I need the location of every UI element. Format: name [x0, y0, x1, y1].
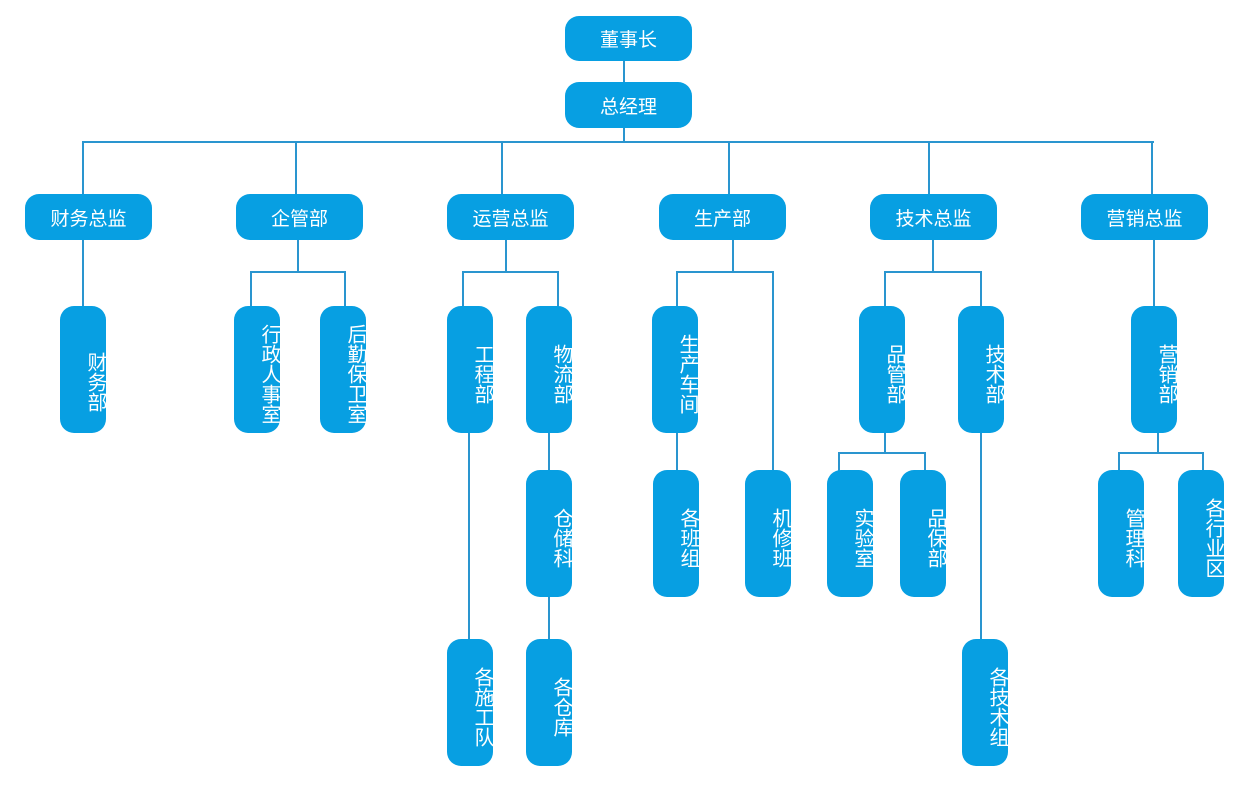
connector-line — [501, 141, 503, 194]
node-marketing-dept: 营销部 — [1131, 306, 1179, 433]
connector-line — [1202, 452, 1204, 472]
node-tech-groups: 各技术组 — [962, 639, 1010, 766]
node-tech-director: 技术总监 — [870, 194, 997, 240]
connector-line — [505, 239, 507, 272]
node-security-office: 后勤保卫室 — [320, 306, 368, 433]
connector-line — [623, 60, 625, 82]
connector-line — [462, 271, 464, 307]
node-engineering-dept: 工程部 — [447, 306, 495, 433]
node-production-dept: 生产部 — [659, 194, 786, 240]
node-hr-office: 行政人事室 — [234, 306, 282, 433]
node-general-manager: 总经理 — [565, 82, 692, 128]
connector-line — [728, 141, 730, 194]
node-warehouse-section: 仓储科 — [526, 470, 574, 597]
node-construction-teams: 各施工队 — [447, 639, 495, 766]
connector-line — [980, 432, 982, 640]
connector-line — [344, 271, 346, 307]
node-chairman: 董事长 — [565, 16, 692, 61]
connector-line — [884, 432, 886, 454]
node-qc-dept: 品管部 — [859, 306, 907, 433]
node-finance-dept: 财务部 — [60, 306, 108, 433]
connector-line — [557, 271, 559, 307]
node-marketing-director: 营销总监 — [1081, 194, 1208, 240]
node-workshop: 生产车间 — [652, 306, 700, 433]
connector-line — [676, 271, 774, 273]
connector-line — [1153, 239, 1155, 307]
connector-line — [1118, 452, 1120, 472]
connector-line — [1151, 141, 1153, 194]
connector-line — [295, 141, 297, 194]
node-regions: 各行业区 — [1178, 470, 1226, 597]
node-warehouses: 各仓库 — [526, 639, 574, 766]
connector-line — [884, 271, 982, 273]
node-finance-director: 财务总监 — [25, 194, 152, 240]
connector-line — [884, 271, 886, 307]
connector-line — [772, 271, 774, 471]
connector-line — [548, 432, 550, 472]
node-lab: 实验室 — [827, 470, 875, 597]
connector-line — [1118, 452, 1204, 454]
connector-line — [468, 432, 470, 640]
connector-line — [838, 452, 840, 472]
connector-line — [623, 127, 625, 142]
connector-line — [82, 141, 1154, 143]
connector-line — [82, 141, 84, 194]
connector-line — [932, 239, 934, 272]
connector-line — [82, 239, 84, 307]
connector-line — [676, 271, 678, 307]
connector-line — [732, 239, 734, 272]
node-ops-director: 运营总监 — [447, 194, 574, 240]
connector-line — [548, 596, 550, 640]
connector-line — [676, 432, 678, 472]
node-shift-groups: 各班组 — [653, 470, 701, 597]
connector-line — [250, 271, 252, 307]
node-logistics-dept: 物流部 — [526, 306, 574, 433]
node-qa-dept: 品保部 — [900, 470, 948, 597]
node-management-section: 管理科 — [1098, 470, 1146, 597]
node-repair-team: 机修班 — [745, 470, 793, 597]
connector-line — [462, 271, 559, 273]
connector-line — [980, 271, 982, 307]
connector-line — [924, 452, 926, 472]
connector-line — [838, 452, 926, 454]
node-tech-dept: 技术部 — [958, 306, 1006, 433]
connector-line — [250, 271, 346, 273]
connector-line — [928, 141, 930, 194]
connector-line — [297, 239, 299, 272]
node-admin-dept: 企管部 — [236, 194, 363, 240]
connector-line — [1157, 432, 1159, 454]
